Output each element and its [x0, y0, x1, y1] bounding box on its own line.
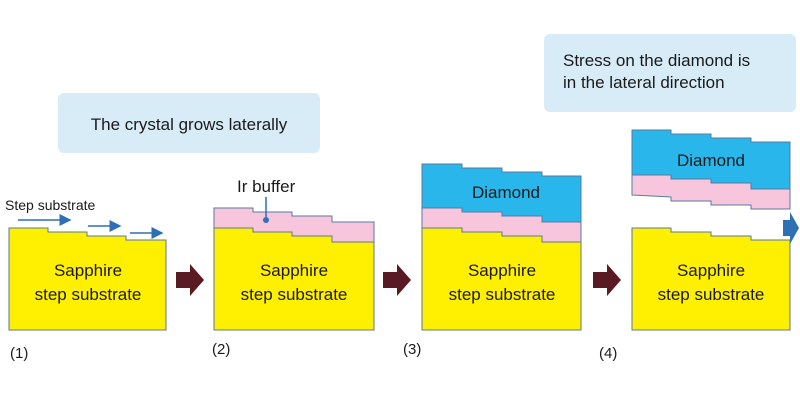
- sapphire-substrate-2: [213, 227, 375, 331]
- sapphire-label-3b: step substrate: [449, 285, 556, 304]
- sapphire-label-4b: step substrate: [658, 285, 765, 304]
- sapphire-substrate-4: [631, 227, 791, 331]
- step-substrate-label: Step substrate: [5, 197, 95, 213]
- diamond-label-4: Diamond: [677, 151, 745, 170]
- diamond-label-3: Diamond: [472, 183, 540, 202]
- stage-3: Diamond Sapphire step substrate (3): [403, 163, 582, 358]
- process-arrow-3: [593, 264, 621, 296]
- ir-buffer-label: Ir buffer: [237, 177, 296, 196]
- sapphire-substrate-1: [8, 227, 167, 331]
- process-arrow-2: [383, 264, 411, 296]
- sapphire-label-1a: Sapphire: [54, 261, 122, 280]
- sapphire-label-2a: Sapphire: [260, 261, 328, 280]
- stress-text-line1: Stress on the diamond is: [563, 51, 750, 70]
- step-number-4: (4): [599, 345, 617, 362]
- sapphire-substrate-3: [421, 227, 582, 331]
- sapphire-label-3a: Sapphire: [468, 261, 536, 280]
- step-number-3: (3): [403, 341, 421, 358]
- step-number-2: (2): [212, 341, 230, 358]
- process-arrow-1: [176, 264, 204, 296]
- stage-2: Sapphire step substrate Ir buffer (2): [212, 177, 375, 358]
- step-number-1: (1): [10, 345, 28, 362]
- ir-buffer-layer-4: [631, 174, 791, 210]
- sapphire-label-4a: Sapphire: [677, 261, 745, 280]
- ir-buffer-pointer-dot: [263, 217, 269, 223]
- lateral-growth-callout: [58, 93, 320, 153]
- stage-1: Sapphire step substrate Step substrate (…: [5, 197, 167, 362]
- stage-4: Diamond Sapphire step substrate (4): [599, 129, 799, 362]
- sapphire-label-2b: step substrate: [241, 285, 348, 304]
- lateral-stress-arrow: [783, 212, 799, 244]
- lateral-growth-text: The crystal grows laterally: [91, 115, 288, 134]
- sapphire-label-1b: step substrate: [35, 285, 142, 304]
- stress-callout: [544, 34, 796, 112]
- stress-text-line2: in the lateral direction: [563, 73, 725, 92]
